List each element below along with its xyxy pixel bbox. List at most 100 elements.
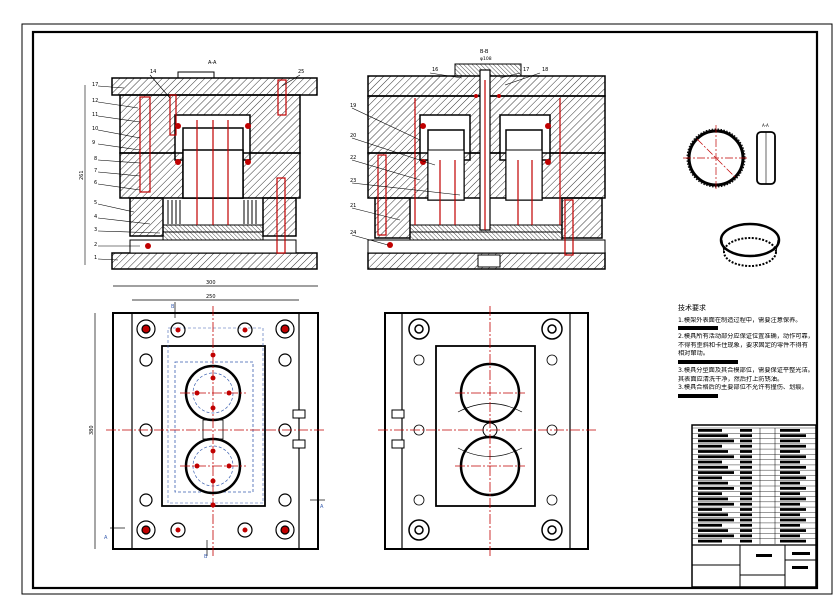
- tech-req-line-6: 其表面应清洗干净，然后打上防锈油。: [678, 375, 784, 383]
- part-number-24: 24: [350, 230, 356, 236]
- dim-height-261: 261: [79, 170, 85, 180]
- title-block-cell-fill: [740, 529, 752, 532]
- title-block-cell-fill: [698, 460, 722, 464]
- part-number-22: 22: [350, 155, 356, 161]
- part-number-19: 19: [350, 103, 356, 109]
- part-number-7: 7: [94, 168, 97, 174]
- title-block-cell-fill: [698, 508, 722, 511]
- title-block-cell-fill: [740, 487, 752, 490]
- title-block-cell-fill: [780, 508, 806, 511]
- title-block: [691, 424, 817, 588]
- tech-req-line-1: 1.模架外表面在制造过程中，需要注意保养。: [678, 316, 802, 324]
- title-block-cell-fill: [780, 439, 800, 443]
- title-block-cell-fill: [740, 439, 752, 443]
- tech-req-line-7: 3.模具合格后的主要部位不允许有撞伤、划痕。: [678, 384, 808, 392]
- technical-requirements: 技术要求 1.模架外表面在制造过程中，需要注意保养。 2.模具所有活动部分应保证…: [678, 304, 814, 401]
- part-number-17-bb: 17: [523, 67, 529, 73]
- title-block-cell-fill: [740, 523, 752, 527]
- section-mark-a-left: A: [104, 535, 108, 541]
- part-number-11: 11: [92, 112, 98, 118]
- title-block-cell-fill: [698, 529, 728, 532]
- section-aa-title: A-A: [208, 60, 217, 66]
- part-number-21: 21: [350, 203, 356, 209]
- tech-req-line-4: 相对窜动。: [678, 350, 709, 358]
- title-block-cell-fill: [780, 450, 800, 453]
- title-block-cell-fill: [740, 508, 752, 511]
- tech-req-line-5: 3.模具分型面及其合模部位，需要保证平整光洁。: [678, 366, 814, 374]
- title-block-cell-fill: [780, 460, 800, 464]
- title-block-cell-fill: [698, 471, 734, 474]
- title-block-cell-fill: [740, 539, 752, 543]
- part-number-4: 4: [94, 214, 97, 220]
- dim-width-300: 300: [206, 280, 216, 286]
- title-block-cell-fill: [698, 492, 722, 496]
- title-block-cell-fill: [740, 481, 752, 485]
- title-block-cell-fill: [698, 476, 722, 480]
- title-block-cell-fill: [740, 513, 752, 517]
- title-block-cell-fill: [740, 429, 752, 432]
- title-block-cell-fill: [780, 497, 806, 501]
- title-block-cell-fill: [698, 439, 734, 443]
- title-block-cell-fill: [780, 529, 806, 532]
- title-block-cell-fill: [698, 502, 734, 506]
- section-aa-view: A-A: [79, 60, 318, 270]
- title-block-cell-fill: [780, 481, 800, 485]
- title-block-cell-fill: [740, 502, 752, 506]
- title-block-cell-fill: [780, 471, 800, 474]
- section-bb-title: B-B: [480, 49, 489, 55]
- part-view-mark: A-A: [762, 123, 769, 128]
- title-block-cell-fill: [780, 534, 800, 538]
- section-bb-view: B-B φ108: [350, 49, 606, 270]
- part-number-6: 6: [94, 180, 97, 186]
- title-block-cell-fill: [698, 497, 728, 501]
- title-block-cell-fill: [740, 434, 752, 438]
- part-number-12: 12: [92, 98, 98, 104]
- title-block-cell-fill: [780, 434, 806, 438]
- part-number-3: 3: [94, 227, 97, 233]
- dim-phi108: φ108: [480, 56, 492, 62]
- title-block-cell-fill: [698, 513, 728, 517]
- title-block-cell-fill: [780, 539, 806, 543]
- part-number-5: 5: [94, 200, 97, 206]
- part-number-17: 17: [92, 82, 98, 88]
- title-block-cell-fill: [780, 444, 806, 448]
- part-views: A-A: [683, 123, 781, 267]
- title-block-cell-fill: [780, 487, 806, 490]
- title-block-cell-fill: [780, 518, 806, 522]
- tech-req-line-3: 不得有歪斜和卡住现象，要求固定的零件不得有: [678, 341, 808, 349]
- title-block-cell-fill: [740, 497, 752, 501]
- title-block-cell-fill: [740, 471, 752, 474]
- title-block-cell-fill: [780, 513, 800, 517]
- tech-req-title: 技术要求: [678, 304, 706, 312]
- title-block-cell-fill: [698, 444, 722, 448]
- title-block-cell-fill: [780, 429, 800, 432]
- part-number-16: 16: [432, 67, 438, 73]
- inner-border: [31, 30, 819, 590]
- title-block-cell-fill: [740, 444, 752, 448]
- dim-height-380: 380: [89, 425, 95, 435]
- title-block-cell-fill: [740, 492, 752, 496]
- section-mark-b-bottom: B: [204, 554, 208, 560]
- title-block-cell-fill: [698, 518, 734, 522]
- title-block-cell-fill: [698, 434, 728, 438]
- dim-width-250: 250: [206, 294, 216, 300]
- title-block-cell-fill: [780, 492, 800, 496]
- title-block-cell-fill: [740, 465, 752, 469]
- title-block-cell-fill: [698, 539, 722, 543]
- title-block-cell-fill: [740, 450, 752, 453]
- title-block-cell-fill: [740, 476, 752, 480]
- plan-view-right: [378, 306, 596, 556]
- plan-view-left: 300 250 380 B B A A: [89, 280, 325, 560]
- part-number-18: 18: [542, 67, 548, 73]
- title-block-cell-fill: [698, 455, 734, 459]
- outer-border: [21, 23, 833, 595]
- section-mark-b-top: B: [171, 304, 175, 310]
- title-block-cell-fill: [698, 534, 734, 538]
- title-block-cell-fill: [780, 455, 806, 459]
- section-mark-a-right: A: [320, 504, 324, 510]
- part-number-1: 1: [94, 255, 97, 261]
- title-block-cell-fill: [740, 455, 752, 459]
- part-number-20: 20: [350, 133, 356, 139]
- title-block-cell-fill: [698, 481, 728, 485]
